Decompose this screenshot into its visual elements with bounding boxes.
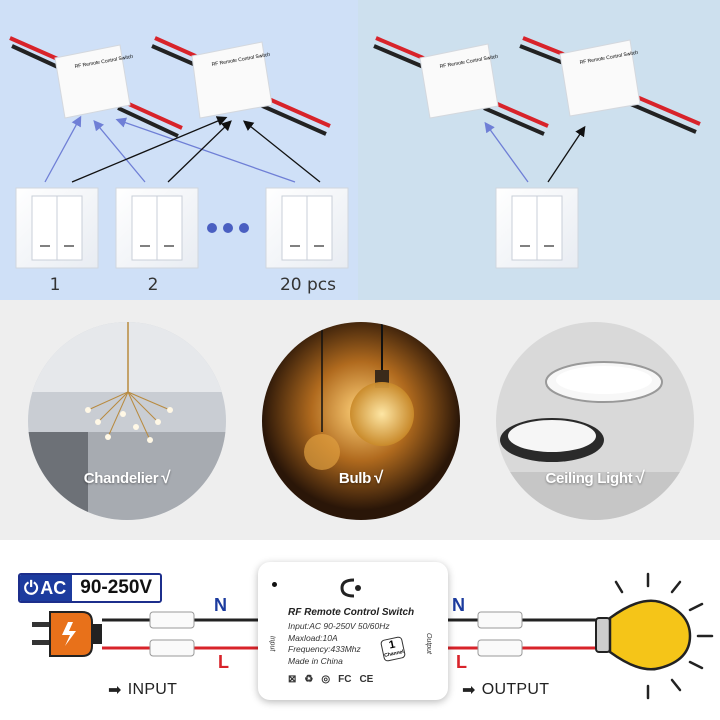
check-icon: √ bbox=[374, 468, 384, 487]
ceiling-light-circle: Ceiling Light√ bbox=[496, 322, 694, 520]
ellipsis-dots bbox=[207, 223, 249, 233]
receiver-module-3: RF Remote Control Switch bbox=[373, 36, 549, 136]
arrow-right-icon: ➡ bbox=[108, 682, 122, 699]
weee-icon: ⊠ bbox=[288, 674, 297, 685]
spec-input: Input:AC 90-250V 50/60Hz bbox=[288, 621, 390, 631]
input-label: ➡ INPUT bbox=[108, 680, 177, 700]
multi-remote-diagram: RF Remote Control Switch RF Remote Contr… bbox=[9, 36, 349, 269]
multi-remote-panel: RF Remote Control Switch RF Remote Contr… bbox=[0, 0, 358, 300]
spec-frequency: Frequency:433Mhz bbox=[288, 644, 361, 654]
ceiling-light-label: Ceiling Light√ bbox=[496, 468, 694, 488]
wiring-panel: ⏻ AC 90-250V N L N L ➡ INPUT ➡ OUTPUT bbox=[0, 540, 720, 720]
input-label-text: INPUT bbox=[127, 681, 178, 698]
voltage-label: 90-250V bbox=[72, 575, 161, 601]
neutral-in-letter: N bbox=[214, 595, 227, 615]
remote-label-20: 20 pcs bbox=[279, 275, 337, 295]
single-remote-panel: RF Remote Control Switch RF Remote Contr… bbox=[358, 0, 720, 300]
pairing-arrows-right bbox=[484, 121, 586, 183]
bulb-label: Bulb√ bbox=[262, 468, 460, 488]
chandelier-image bbox=[28, 322, 226, 520]
bulb-image bbox=[262, 322, 460, 520]
light-bulb-icon bbox=[595, 572, 714, 700]
remote-1 bbox=[15, 187, 99, 269]
bulb-label-text: Bulb bbox=[338, 470, 372, 487]
switch-specs: Input:AC 90-250V 50/60Hz Maxload:10A Fre… bbox=[288, 621, 390, 667]
check-icon: √ bbox=[161, 468, 171, 487]
terminal-block-input bbox=[149, 611, 195, 657]
output-label: ➡ OUTPUT bbox=[462, 680, 549, 700]
ac-voltage-badge: ⏻ AC 90-250V bbox=[18, 573, 163, 603]
spec-maxload: Maxload:10A bbox=[288, 632, 338, 643]
ceiling-light-image bbox=[496, 322, 694, 520]
pairing-arrows bbox=[44, 115, 321, 183]
remote-label-1: 1 bbox=[49, 275, 61, 295]
receiver-module-4: RF Remote Control Switch bbox=[519, 36, 701, 134]
single-remote-diagram: RF Remote Control Switch RF Remote Contr… bbox=[373, 36, 701, 269]
input-side-label: Input bbox=[268, 635, 276, 652]
wiring-diagram bbox=[32, 572, 714, 700]
load-types-panel: Chandelier√ Bulb√ bbox=[0, 300, 720, 540]
ceiling-light-label-text: Ceiling Light bbox=[545, 470, 633, 487]
bulb-circle: Bulb√ bbox=[262, 322, 460, 520]
check-icon: √ bbox=[635, 468, 645, 487]
neutral-out-letter: N bbox=[452, 595, 465, 615]
receiver-module-2: RF Remote Control Switch bbox=[151, 36, 331, 136]
terminal-block-output bbox=[477, 611, 523, 657]
indicator-dot bbox=[272, 582, 277, 587]
plug-icon bbox=[32, 611, 102, 657]
ce-mark: CE bbox=[359, 674, 374, 685]
chandelier-label: Chandelier√ bbox=[28, 468, 226, 488]
output-label-text: OUTPUT bbox=[481, 681, 550, 698]
output-side-label: Output bbox=[425, 632, 433, 655]
rf-switch-module: RF Remote Control Switch Input:AC 90-250… bbox=[258, 562, 448, 700]
live-in-letter: L bbox=[218, 652, 229, 672]
remote-20 bbox=[265, 187, 349, 269]
live-out-letter: L bbox=[456, 652, 467, 672]
plug-small-icon: ⏻ bbox=[24, 577, 39, 598]
certification-row: ⊠ ♻ ◎ FC CE bbox=[288, 674, 373, 685]
chandelier-circle: Chandelier√ bbox=[28, 322, 226, 520]
arrow-right-icon: ➡ bbox=[462, 682, 476, 699]
receiver-module-1: RF Remote Control Switch bbox=[9, 36, 183, 138]
switch-title: RF Remote Control Switch bbox=[288, 607, 415, 618]
remote-2 bbox=[115, 187, 199, 269]
ac-badge-left: ⏻ AC bbox=[20, 575, 73, 601]
recycle-icon: ♻ bbox=[304, 674, 314, 685]
rohs-icon: ◎ bbox=[321, 674, 331, 685]
brand-logo-icon bbox=[340, 578, 361, 598]
channel-badge: 1 Channel bbox=[379, 635, 407, 663]
spec-origin: Made in China bbox=[288, 655, 343, 666]
fc-mark: FC bbox=[338, 674, 352, 685]
remote-label-2: 2 bbox=[147, 275, 159, 295]
chandelier-label-text: Chandelier bbox=[83, 470, 159, 487]
remote-single bbox=[495, 187, 579, 269]
ac-label: AC bbox=[40, 577, 67, 598]
